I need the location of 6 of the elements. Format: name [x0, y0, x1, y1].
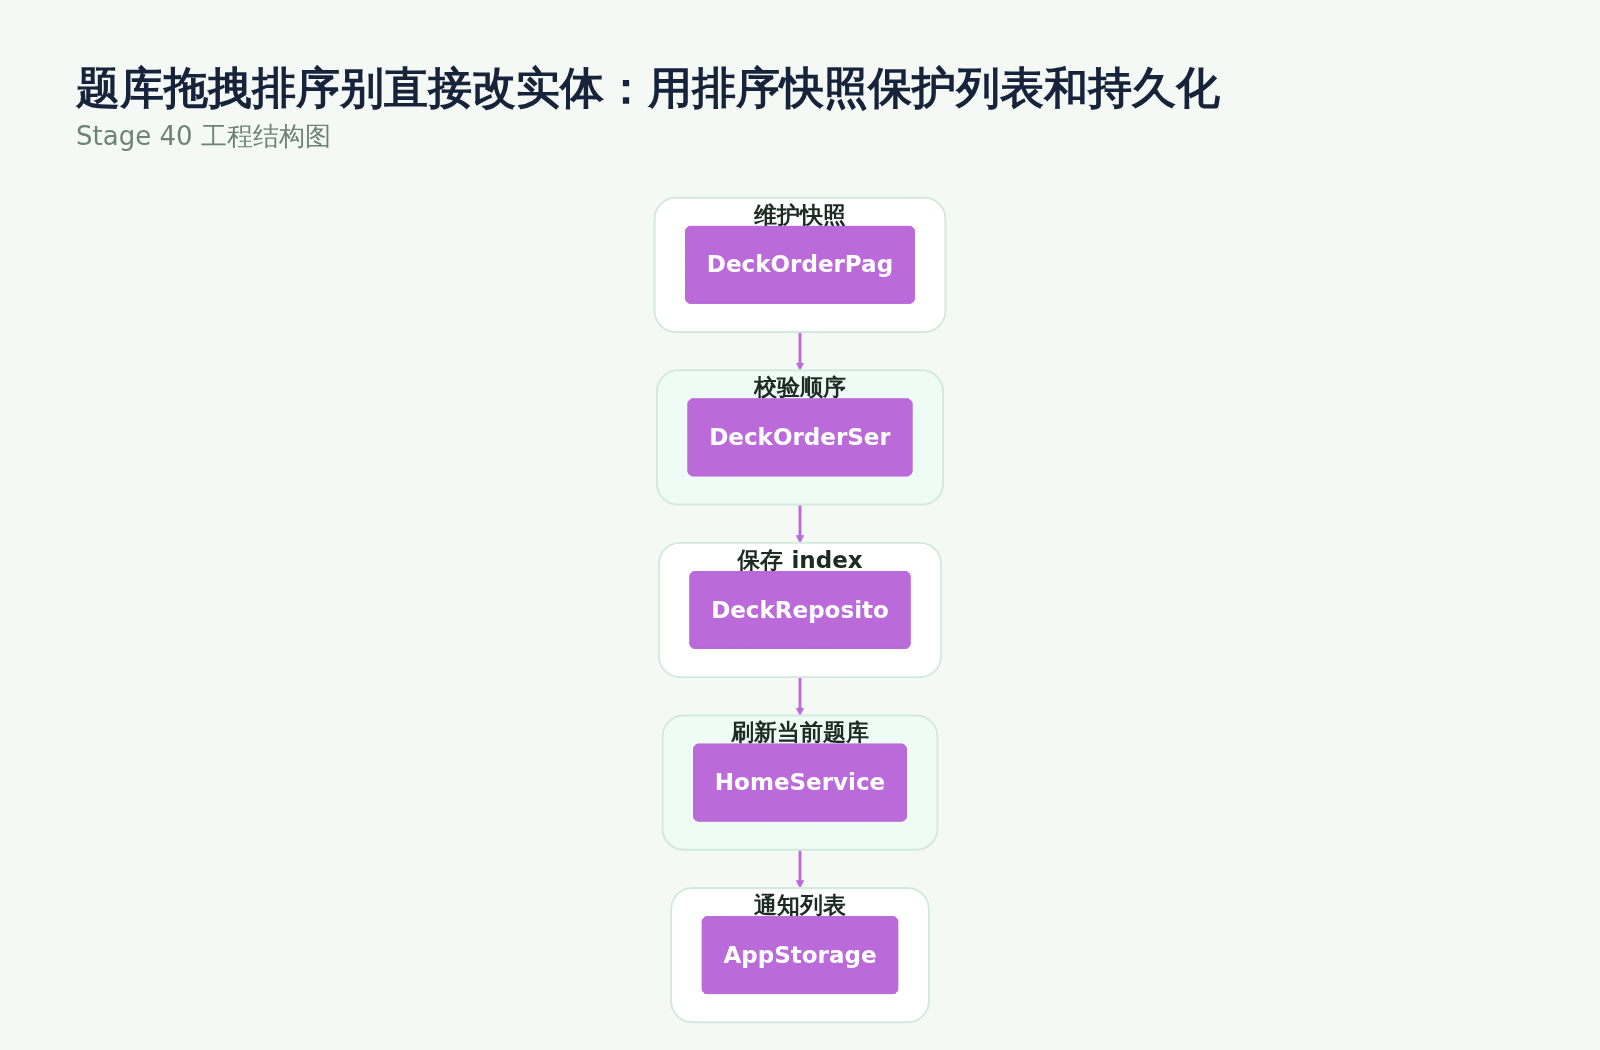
- arrow: [795, 849, 805, 889]
- subtitle: Stage 40 工程结构图: [76, 119, 331, 153]
- arrow: [795, 331, 805, 371]
- arrow: [795, 677, 805, 716]
- title: 题库拖拽排序别直接改实体：用排序快照保护列表和持久化: [76, 62, 1220, 115]
- arrow: [795, 504, 805, 544]
